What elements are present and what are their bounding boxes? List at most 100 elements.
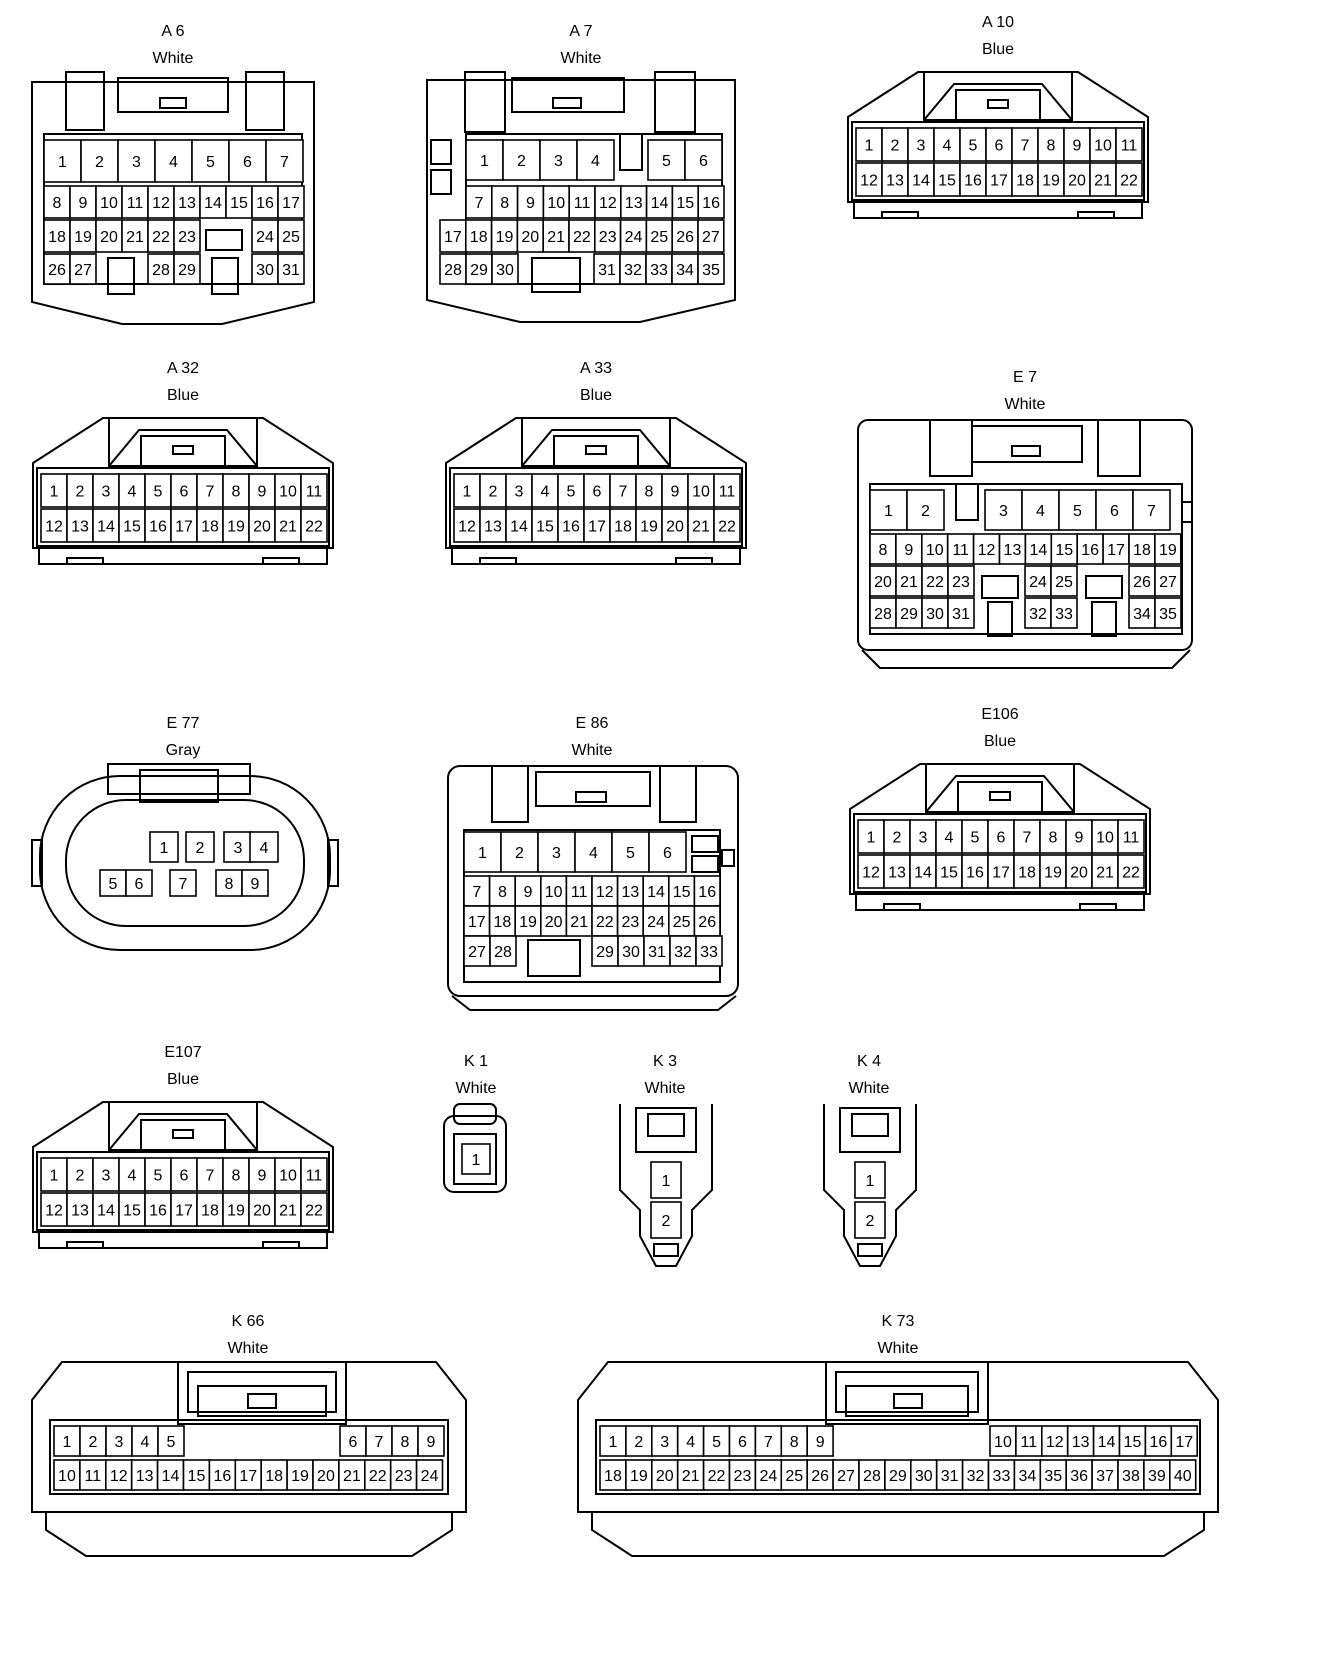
pin-number: 11 — [306, 1168, 323, 1185]
lock-tab — [197, 1385, 327, 1417]
pin: 29 — [591, 935, 619, 967]
pin-number: 8 — [225, 876, 234, 893]
pin-number: 10 — [279, 484, 297, 501]
pin-cell — [1089, 127, 1117, 162]
pin: 4 — [574, 831, 613, 873]
pin: 19 — [1154, 533, 1182, 565]
pin-cell — [728, 1459, 757, 1491]
pin-cell — [531, 508, 559, 543]
housing — [619, 1104, 713, 1267]
pin-number: 17 — [468, 914, 486, 931]
pin-number: 19 — [74, 229, 92, 246]
pin: 1 — [463, 831, 502, 873]
pin-number: 33 — [700, 944, 718, 961]
pin-number: 31 — [648, 944, 666, 961]
pin-cell — [1169, 1459, 1197, 1491]
pin: 14 — [505, 508, 533, 543]
pin-cell — [869, 565, 897, 597]
lock-tab — [117, 77, 229, 113]
pin-cell — [647, 139, 686, 181]
pin-cell — [661, 473, 689, 508]
pin: 8 — [488, 875, 517, 907]
pin-cell — [479, 473, 507, 508]
pin-number: 17 — [990, 173, 1008, 190]
pin-number: 22 — [596, 914, 614, 931]
pin-number: 20 — [521, 229, 539, 246]
pin: 32 — [669, 935, 697, 967]
pin-cell — [583, 508, 611, 543]
pin: 33 — [1050, 597, 1078, 629]
pin-number: 6 — [593, 484, 602, 501]
pin-number: 8 — [790, 1434, 799, 1451]
pin-number: 25 — [673, 914, 691, 931]
pin-cell — [489, 935, 517, 967]
pin: 20 — [95, 219, 123, 253]
pin-number: 11 — [1123, 830, 1140, 847]
pin: 3 — [105, 1425, 133, 1457]
pin-number: 24 — [1029, 574, 1047, 591]
pin: 16 — [697, 185, 725, 219]
pin-number: 26 — [676, 229, 694, 246]
pin-number: 21 — [900, 574, 918, 591]
pin-field — [49, 1419, 449, 1495]
pin: 18 — [599, 1459, 627, 1491]
pin-number: 8 — [1047, 138, 1056, 155]
lock-tab — [453, 1103, 497, 1125]
pin-number: 23 — [178, 229, 196, 246]
pin-cell — [1050, 565, 1078, 597]
lock-frame — [839, 1107, 901, 1153]
pin: 2 — [500, 831, 539, 873]
pin-number: 4 — [541, 484, 550, 501]
pin-cell — [669, 935, 697, 967]
pin: 2 — [906, 489, 945, 531]
pin: 20 — [539, 905, 568, 937]
pin: 8 — [215, 869, 243, 897]
pin: 27 — [697, 219, 725, 253]
pin-number: 30 — [496, 262, 514, 279]
pin: 15 — [225, 185, 253, 219]
pin-cell — [854, 1201, 886, 1239]
pin-cell — [69, 185, 97, 219]
blank-key — [1091, 601, 1117, 637]
pin-cell — [79, 1425, 107, 1457]
pin-cell — [99, 869, 127, 897]
pin-cell — [154, 139, 193, 183]
pin: 15 — [531, 508, 559, 543]
pin-number: 1 — [63, 1434, 72, 1451]
pin-number: 6 — [1110, 503, 1119, 520]
pin-number: 30 — [256, 262, 274, 279]
pin-number: 39 — [1148, 1468, 1166, 1485]
pin-number: 4 — [945, 830, 954, 847]
pin: 30 — [921, 597, 949, 629]
pin-cell — [883, 854, 911, 889]
pin: 7 — [609, 473, 637, 508]
pin: 18 — [196, 508, 224, 543]
pin-number: 1 — [480, 153, 489, 170]
pin-cell — [619, 219, 648, 253]
lock-latch — [159, 97, 187, 109]
pin-number: 5 — [154, 484, 163, 501]
pin-number: 7 — [206, 484, 215, 501]
pin-field — [36, 467, 330, 547]
base-slot — [881, 211, 919, 219]
pin-number: 22 — [369, 1468, 387, 1485]
pin: 7 — [465, 185, 493, 219]
pin-cell — [118, 473, 146, 508]
pin-number: 36 — [1070, 1468, 1088, 1485]
pin-number: 14 — [914, 865, 932, 882]
pin-cell — [1128, 533, 1156, 565]
pin-number: 21 — [547, 229, 565, 246]
pin-cell — [147, 253, 175, 285]
pin: 5 — [99, 869, 127, 897]
pin: 20 — [1065, 854, 1093, 889]
pin: 13 — [479, 508, 507, 543]
pin: 12 — [105, 1459, 133, 1491]
pin-number: 19 — [630, 1468, 648, 1485]
pin-cell — [196, 508, 224, 543]
pin-cell — [576, 139, 615, 181]
pin: 6 — [125, 869, 153, 897]
pin-number: 22 — [152, 229, 170, 246]
